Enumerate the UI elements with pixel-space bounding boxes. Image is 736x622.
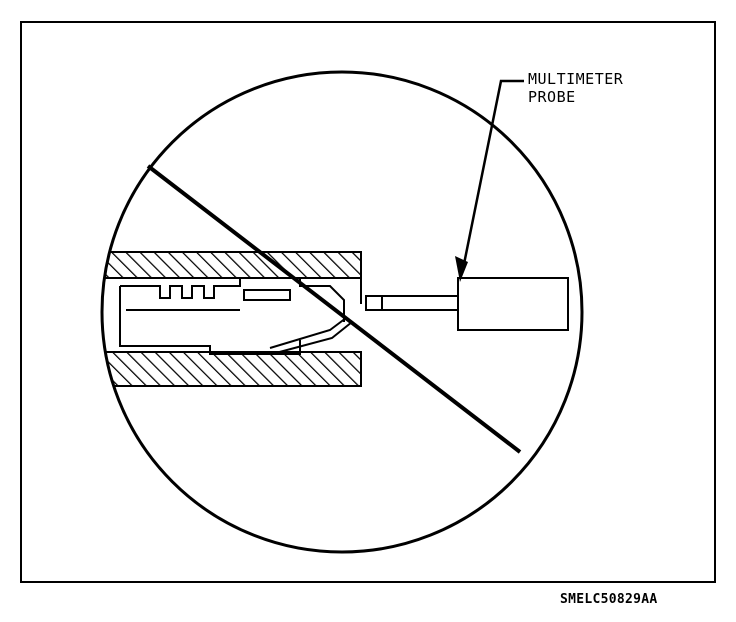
female-terminal: [119, 277, 353, 355]
multimeter-probe: [365, 277, 569, 331]
figure-id: SMELC50829AA: [560, 592, 658, 607]
callout-leader-arrow: [455, 79, 524, 282]
prohibition-slash: [146, 164, 522, 454]
figure-frame: [20, 21, 716, 583]
callout-line-2: PROBE: [528, 88, 576, 106]
multimeter-probe-label: MULTIMETER PROBE: [528, 70, 623, 106]
probe-handle: [457, 277, 569, 331]
probe-tip: [365, 295, 459, 311]
callout-line-1: MULTIMETER: [528, 70, 624, 88]
prohibition-circle: [100, 70, 584, 554]
connector-housing: [102, 251, 362, 387]
